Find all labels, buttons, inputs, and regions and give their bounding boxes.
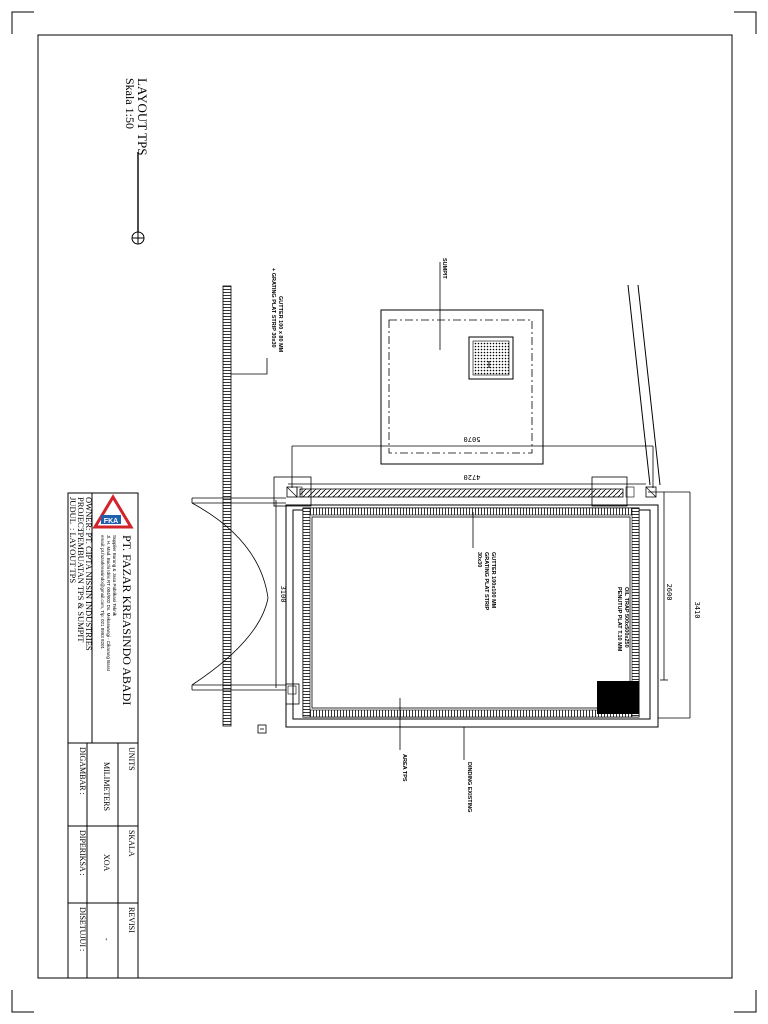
project-value: : PEMBUATAN TPS & SUMPIT xyxy=(76,528,86,643)
company-contact: email: pt.fazarkreasindo@gmail.com, Tlp:… xyxy=(100,535,105,650)
existing-wall-strip xyxy=(222,285,232,727)
note-gutter-top-2: + GRATING PLAT STRIP 30x30 xyxy=(270,268,276,348)
drawing-frame xyxy=(37,34,733,979)
tps-gutter-ring xyxy=(302,507,640,718)
note-gutter-inner-3: 30x30 xyxy=(476,552,482,567)
skala-value: XOA xyxy=(102,854,111,872)
units-label: UNITS xyxy=(127,747,136,771)
company-name: PT. FAZAR KREASINDO ABADI xyxy=(120,535,134,705)
layout-title-group: LAYOUT TPS Skala 1:50 xyxy=(123,78,150,155)
note-gutter-top-1: GUTTER 100 x 80 MM xyxy=(277,296,283,353)
layout-scale: Skala 1:50 xyxy=(123,78,137,129)
note-sumpit: SUMPIT xyxy=(441,258,447,279)
project-label: PROJECT xyxy=(76,497,86,534)
sumpit-inner xyxy=(388,319,533,454)
digambar-label: DIGAMBAR : xyxy=(78,747,87,795)
title-block xyxy=(67,492,139,979)
diperiksa-label: DIPERIKSA : xyxy=(78,830,87,876)
company-address: Jl. H. Mad. Bachi Idris RT 004/002 Ds. M… xyxy=(106,535,111,672)
layout-title: LAYOUT TPS xyxy=(135,78,150,155)
small-marker-icon xyxy=(257,724,267,734)
door-swings xyxy=(191,497,286,691)
oil-trap xyxy=(597,681,639,714)
skala-label: SKALA xyxy=(127,830,136,857)
note-oil-trap-2: PENUTUP PLAT T.10 MM xyxy=(616,587,622,652)
judul-label: JUDUL xyxy=(68,497,78,524)
dim-2600: 2600 xyxy=(665,584,673,601)
revisi-label: REVISI xyxy=(127,907,136,933)
dim-5070: 5070 xyxy=(464,435,481,443)
note-gutter-inner-1: GUTTER 100x100 MM xyxy=(490,552,496,609)
note-gutter-inner-2: GRATING PLAT STRIP xyxy=(483,552,489,610)
gutter-top-leader xyxy=(231,358,268,375)
dim-3100: 3100 xyxy=(279,586,287,603)
dim-4720: 4720 xyxy=(464,473,481,481)
owner-value: : PT. CIPTA NISSIN INDUSTRIES xyxy=(84,528,94,651)
judul-value: : LAYOUT TPS xyxy=(68,528,78,583)
top-gutter-beam xyxy=(299,488,624,498)
owner-label: OWNER xyxy=(84,497,94,528)
tps-outer-wall xyxy=(285,504,659,728)
note-dinding: DINDING EXISTING xyxy=(466,762,472,812)
logo-text: FKA xyxy=(104,518,118,525)
company-sub: Supplier Barang & Jasa Pabrikasi Teknik xyxy=(112,535,117,617)
note-area-tps: AREA TPS xyxy=(401,754,407,782)
revisi-value: - xyxy=(102,938,111,941)
crop-marks xyxy=(11,11,757,1013)
dim-3410: 3410 xyxy=(693,602,701,619)
disetujui-label: DISETUJUI : xyxy=(78,907,87,951)
company-logo-icon: FKA xyxy=(92,494,134,529)
sumpit-outer xyxy=(380,309,544,465)
note-oil-trap-1: OIL TRAP 500x500x250 xyxy=(623,587,629,648)
tps-wall-inner xyxy=(292,509,651,720)
units-value: MILIMETERS xyxy=(102,762,111,811)
